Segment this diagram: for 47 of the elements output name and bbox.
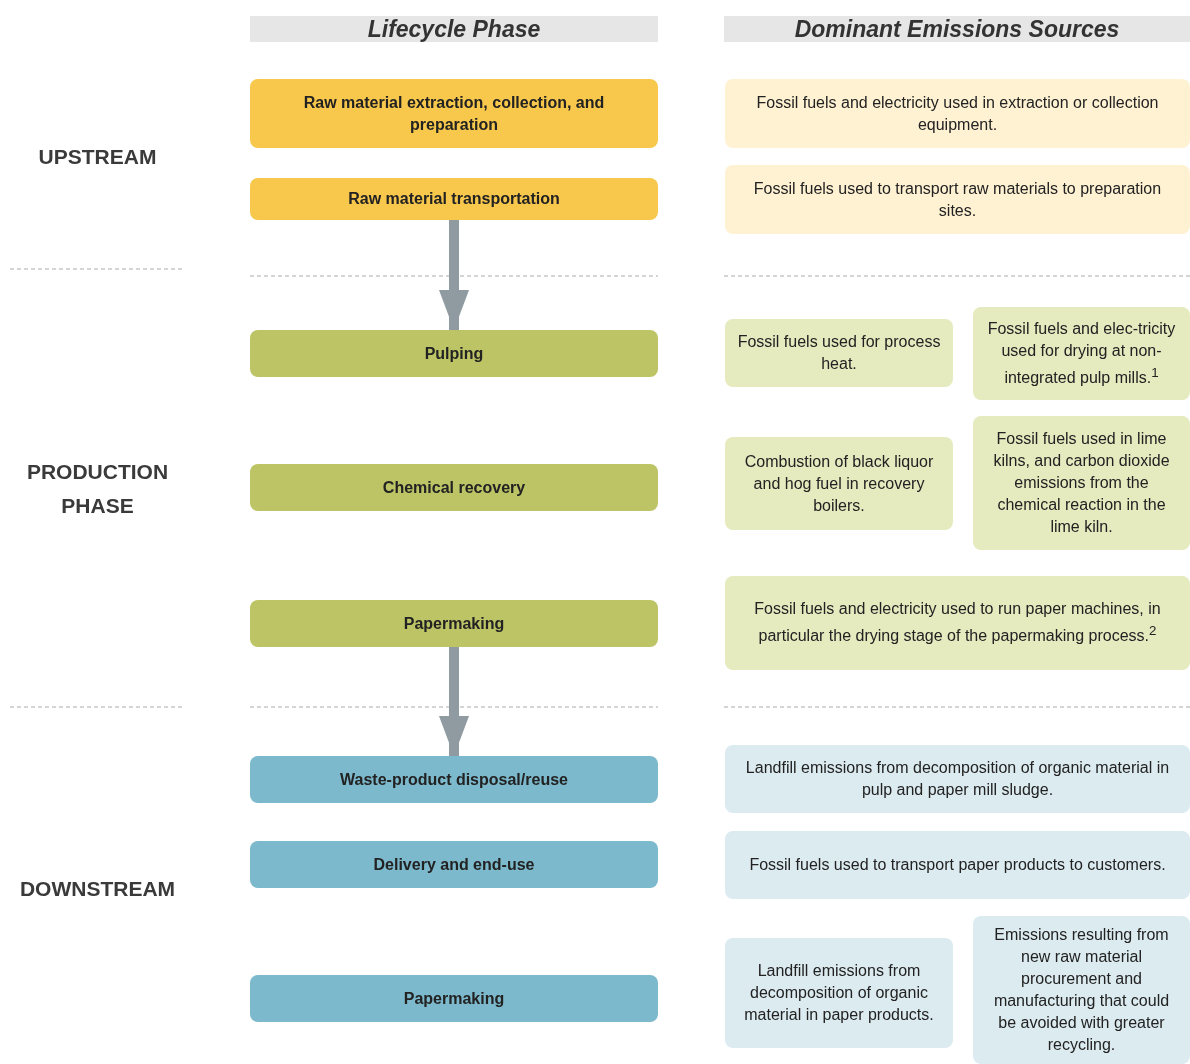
phase-box — [250, 330, 658, 377]
emission-source-box — [725, 576, 1190, 670]
phase-box — [250, 79, 658, 148]
phase-label: Chemical recovery — [382, 477, 526, 498]
phase-label: Delivery and end-use — [373, 854, 535, 875]
phase-box — [250, 600, 658, 647]
emission-source-box — [973, 916, 1190, 1064]
emission-text: Fossil fuels used for process heat. — [736, 332, 942, 374]
phase-box — [250, 756, 658, 803]
phase-box — [250, 841, 658, 888]
emission-source-box — [725, 319, 953, 387]
emission-source-box — [973, 416, 1190, 550]
arrow — [439, 220, 469, 330]
emission-source-box — [973, 307, 1190, 400]
emission-source-box — [725, 938, 953, 1048]
emission-source-box — [725, 165, 1190, 234]
emission-text: Fossil fuels used in lime kilns, and carbon dioxide emissions from the chemical reaction in the lime kiln. — [992, 429, 1171, 537]
emission-text: Landfill emissions from decomposition of organic material in paper products. — [743, 961, 935, 1025]
phase-label: Waste-product disposal/reuse — [340, 769, 568, 790]
header-text: Dominant Emissions Sources — [794, 18, 1120, 40]
phase-label: Pulping — [424, 343, 484, 364]
phase-label: Papermaking — [403, 988, 505, 1009]
emission-text: Landfill emissions from decomposition of organic material in pulp and paper mill sludge. — [744, 758, 1171, 800]
phase-box — [250, 178, 658, 220]
section-label: PRODUCTION PHASE — [25, 459, 170, 519]
section-label: DOWNSTREAM — [18, 876, 177, 902]
phase-box — [250, 975, 658, 1022]
header-text: Lifecycle Phase — [367, 18, 541, 40]
emission-text: Fossil fuels used to transport paper products to customers. — [749, 855, 1166, 875]
phase-label: Papermaking — [403, 613, 505, 634]
emission-source-box — [725, 437, 953, 530]
emission-source-box — [725, 79, 1190, 148]
emission-text: Fossil fuels used to transport raw materials to preparation sites. — [752, 178, 1163, 221]
section-label: UPSTREAM — [37, 144, 158, 170]
phase-box — [250, 464, 658, 511]
emission-source-box — [725, 745, 1190, 813]
emission-text: Fossil fuels and elec-tricity used for drying at non-integrated pulp mills.$^{1}$ — [986, 318, 1177, 389]
arrow — [439, 647, 469, 756]
emission-text: Combustion of black liquor and hog fuel in recovery boilers. — [743, 451, 935, 516]
emission-text: Fossil fuels and electricity used to run paper machines, in particular the drying stage of the papermaking process.$^{2}$ — [753, 599, 1162, 647]
emission-text: Fossil fuels and electricity used in extraction or collection equipment. — [755, 92, 1160, 135]
phase-label: Raw material extraction, collection, and preparation — [302, 92, 606, 135]
column-header — [250, 16, 658, 42]
emission-text: Emissions resulting from new raw material procurement and manufacturing that could be avoided with greater recycling. — [992, 925, 1171, 1055]
column-header — [724, 16, 1190, 42]
phase-label: Raw material transportation — [348, 189, 560, 209]
emission-source-box — [725, 831, 1190, 899]
